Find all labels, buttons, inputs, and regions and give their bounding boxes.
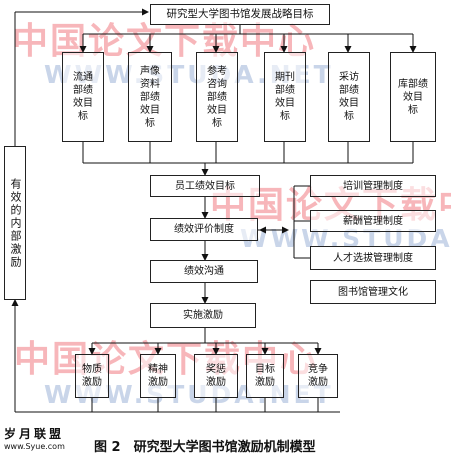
internal-incentive-box: 有效的内部激励 — [4, 146, 26, 300]
box-text-line: 部绩 — [73, 85, 93, 96]
box-text-line: 部绩 — [339, 85, 359, 96]
strategic-goal-box: 研究型大学图书馆发展战略目标 — [150, 4, 330, 25]
talent-selection-box: 人才选拔管理制度 — [310, 246, 436, 270]
box-text-line: 激励 — [308, 377, 328, 388]
dept-acquisitions-box: 采访部绩效目标 — [328, 52, 370, 142]
box-text-line: 激励 — [148, 377, 168, 388]
incentive-goal-box: 目标激励 — [246, 354, 284, 398]
box-text-line: 标 — [408, 104, 418, 116]
library-culture-box: 图书馆管理文化 — [310, 280, 436, 304]
site-logo: 岁月联盟 — [4, 427, 65, 441]
box-text-line: 效目 — [207, 104, 227, 116]
box-text-line: 标 — [212, 117, 222, 129]
box-text-line: 标 — [280, 111, 290, 122]
box-text-line: 期刊 — [275, 72, 295, 83]
box-text-line: 激励 — [206, 377, 226, 388]
box-text-line: 激励 — [255, 377, 275, 388]
dept-circulation-box: 流通部绩效目标 — [62, 52, 104, 142]
box-text-line: 咨询 — [207, 78, 227, 90]
evaluation-system-box: 绩效评价制度 — [150, 218, 258, 241]
box-text-line: 竞争 — [308, 364, 328, 375]
box-text-line: 标 — [145, 117, 155, 129]
box-text-line: 部绩 — [207, 91, 227, 103]
box-text-line: 效目 — [140, 104, 160, 116]
box-text-line: 采访 — [339, 72, 359, 83]
dept-reference-box: 参考咨询部绩效目标 — [196, 52, 238, 142]
box-text-line: 目标 — [255, 364, 275, 375]
site-url: www.Syue.com — [4, 442, 65, 451]
box-text-line: 部绩 — [140, 91, 160, 103]
training-system-box: 培训管理制度 — [310, 175, 436, 197]
incentive-material-box: 物质激励 — [75, 354, 109, 398]
employee-goal-box: 员工绩效目标 — [150, 175, 260, 197]
box-text-line: 资料 — [140, 78, 160, 90]
box-text-line: 效目 — [339, 98, 359, 109]
box-text-line: 流通 — [73, 72, 93, 83]
communication-box: 绩效沟通 — [150, 260, 258, 283]
box-text-line: 库部绩 — [398, 78, 428, 90]
box-text-line: 部绩 — [275, 85, 295, 96]
box-text-line: 效目 — [73, 98, 93, 109]
incentive-spiritual-box: 精神激励 — [140, 354, 176, 398]
box-text-line: 参考 — [207, 65, 227, 77]
salary-system-box: 薪酬管理制度 — [310, 210, 436, 232]
box-text-line: 声像 — [140, 65, 160, 77]
incentive-competition-box: 竞争激励 — [298, 354, 338, 398]
incentive-reward-box: 奖惩激励 — [194, 354, 238, 398]
box-text-line: 效目 — [403, 91, 423, 103]
box-text-line: 激励 — [82, 377, 102, 388]
figure-caption: 图 2 研究型大学图书馆激励机制模型 — [94, 440, 316, 455]
implement-incentive-box: 实施激励 — [150, 303, 256, 328]
box-text-line: 奖惩 — [206, 364, 226, 375]
box-text-line: 物质 — [82, 364, 102, 375]
dept-stacks-box: 库部绩效目标 — [390, 52, 436, 142]
box-text-line: 标 — [344, 111, 354, 122]
dept-periodicals-box: 期刊部绩效目标 — [264, 52, 306, 142]
dept-audiovisual-box: 声像资料部绩效目标 — [128, 52, 172, 142]
box-text-line: 标 — [78, 111, 88, 122]
box-text-line: 精神 — [148, 364, 168, 375]
box-text-line: 效目 — [275, 98, 295, 109]
